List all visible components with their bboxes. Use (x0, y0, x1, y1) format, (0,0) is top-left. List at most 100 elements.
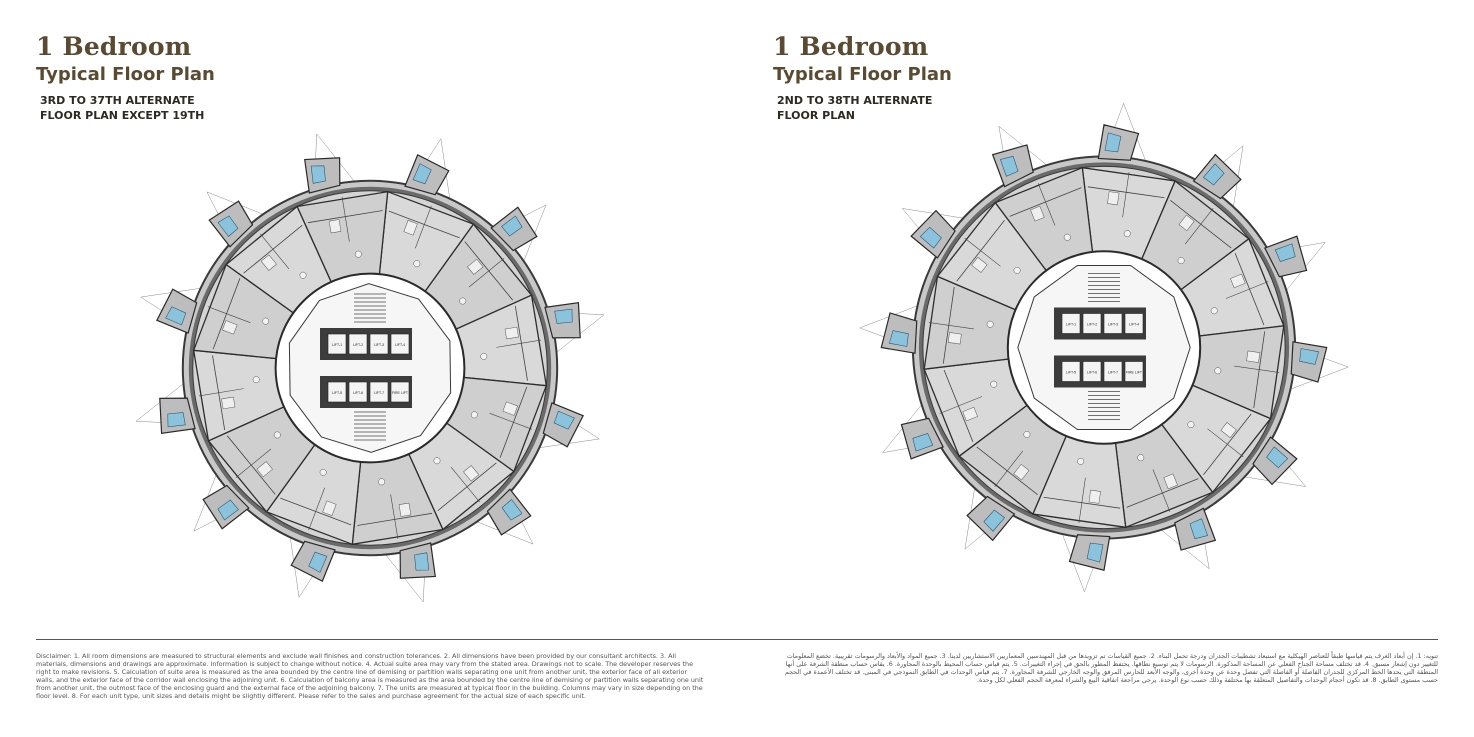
core-outline (288, 283, 452, 453)
partition-wall (939, 396, 983, 414)
bed-furniture (467, 258, 484, 275)
bed-furniture (322, 500, 337, 516)
dining-table (1187, 421, 1195, 429)
pool-water (1189, 518, 1209, 540)
partition-wall (964, 237, 1001, 267)
dining-table (1063, 233, 1071, 241)
pool-water (310, 165, 326, 184)
dining-table (986, 320, 994, 328)
dining-table (1077, 457, 1085, 465)
dining-table (319, 468, 327, 476)
left-floors-line1: 3RD TO 37TH ALTERNATE (40, 94, 195, 107)
dining-table (273, 431, 281, 439)
pool-water (912, 433, 934, 452)
lift-label: LIFT-7 (1108, 371, 1118, 375)
pool-water (983, 509, 1006, 532)
lift-car (1103, 361, 1123, 382)
pool-water (501, 499, 523, 521)
partition-wall (1078, 477, 1086, 523)
partition-wall (235, 448, 272, 478)
dining-table (1013, 266, 1021, 274)
partition-wall (496, 339, 541, 348)
dining-table (1137, 454, 1145, 462)
dining-table (470, 411, 478, 419)
left-plan-floors: 3RD TO 37TH ALTERNATE FLOOR PLAN EXCEPT … (40, 93, 204, 123)
pool-water (217, 215, 239, 237)
partition-wall (199, 388, 244, 397)
bed-furniture (1220, 422, 1237, 439)
dining-table (433, 457, 441, 465)
bed-furniture (962, 406, 978, 422)
right-plan-floors: 2ND TO 38TH ALTERNATE FLOOR PLAN (777, 93, 932, 123)
lift-car (390, 381, 410, 403)
lift-label: LIFT-4 (395, 343, 405, 347)
pool-water (217, 499, 239, 521)
dining-table (354, 250, 362, 258)
bed-furniture (463, 465, 480, 482)
bed-furniture (947, 332, 962, 345)
lift-label: LIFT-6 (353, 391, 363, 395)
lift-car (1124, 313, 1144, 334)
right-floors-line1: 2ND TO 38TH ALTERNATE (777, 94, 933, 107)
pool-water (412, 163, 432, 185)
lift-label: LIFT-6 (1087, 371, 1097, 375)
lift-car (369, 381, 389, 403)
partition-wall (390, 494, 399, 539)
bed-furniture (256, 461, 273, 478)
bed-furniture (403, 220, 418, 236)
dining-table (262, 317, 270, 325)
pool-water (553, 410, 575, 430)
bed-furniture (1163, 473, 1178, 490)
lift-label: LIFT-5 (1066, 371, 1076, 375)
partition-wall (260, 233, 290, 270)
partition-wall (928, 322, 974, 330)
bed-furniture (1246, 350, 1261, 363)
dining-table (1214, 367, 1222, 375)
pool-water (414, 552, 430, 571)
footer-divider (36, 639, 1438, 640)
partition-wall (308, 487, 325, 531)
dining-table (413, 260, 421, 268)
dining-table (459, 297, 467, 305)
bed-furniture (502, 401, 518, 416)
pool-water (1086, 542, 1104, 563)
lift-car (348, 333, 368, 355)
partition-wall (415, 205, 432, 249)
lift-label: LIFT-7 (374, 391, 384, 395)
lift-label: LIFT-3 (374, 343, 384, 347)
partition-wall (994, 450, 1024, 488)
dining-table (378, 478, 386, 486)
partition-wall (207, 306, 251, 323)
right-plan-subtitle: Typical Floor Plan (773, 64, 952, 85)
lift-car (327, 333, 347, 355)
pool-water (501, 215, 523, 237)
left-floors-line2: FLOOR PLAN EXCEPT 19TH (40, 109, 205, 122)
bed-furniture (260, 254, 277, 271)
lift-car (390, 333, 410, 355)
bed-furniture (1178, 214, 1195, 232)
pool-water (308, 551, 328, 573)
left-plan-subtitle: Typical Floor Plan (36, 64, 215, 85)
lift-label: LIFT-2 (353, 343, 363, 347)
dining-table (1177, 257, 1185, 265)
lift-label: LIFT-3 (1108, 323, 1118, 327)
lift-car (1103, 313, 1123, 334)
pool-water (554, 308, 573, 324)
partition-wall (1207, 428, 1244, 458)
pool-water (1299, 348, 1320, 365)
pool-water (1274, 243, 1296, 262)
lift-car (1124, 361, 1144, 382)
dining-table (1023, 430, 1031, 438)
lift-car (348, 381, 368, 403)
pool-water (1202, 163, 1225, 186)
bed-furniture (222, 320, 238, 335)
lift-label: LIFT-5 (332, 391, 342, 395)
pool-water (165, 306, 187, 326)
pool-water (919, 226, 942, 249)
partition-wall (450, 466, 480, 503)
lift-car (1082, 313, 1102, 334)
disclaimer-english: Disclaimer: 1. All room dimensions are m… (36, 652, 704, 701)
partition-wall (1122, 172, 1130, 218)
core-outline (1017, 265, 1191, 430)
pool-water (1266, 446, 1289, 469)
